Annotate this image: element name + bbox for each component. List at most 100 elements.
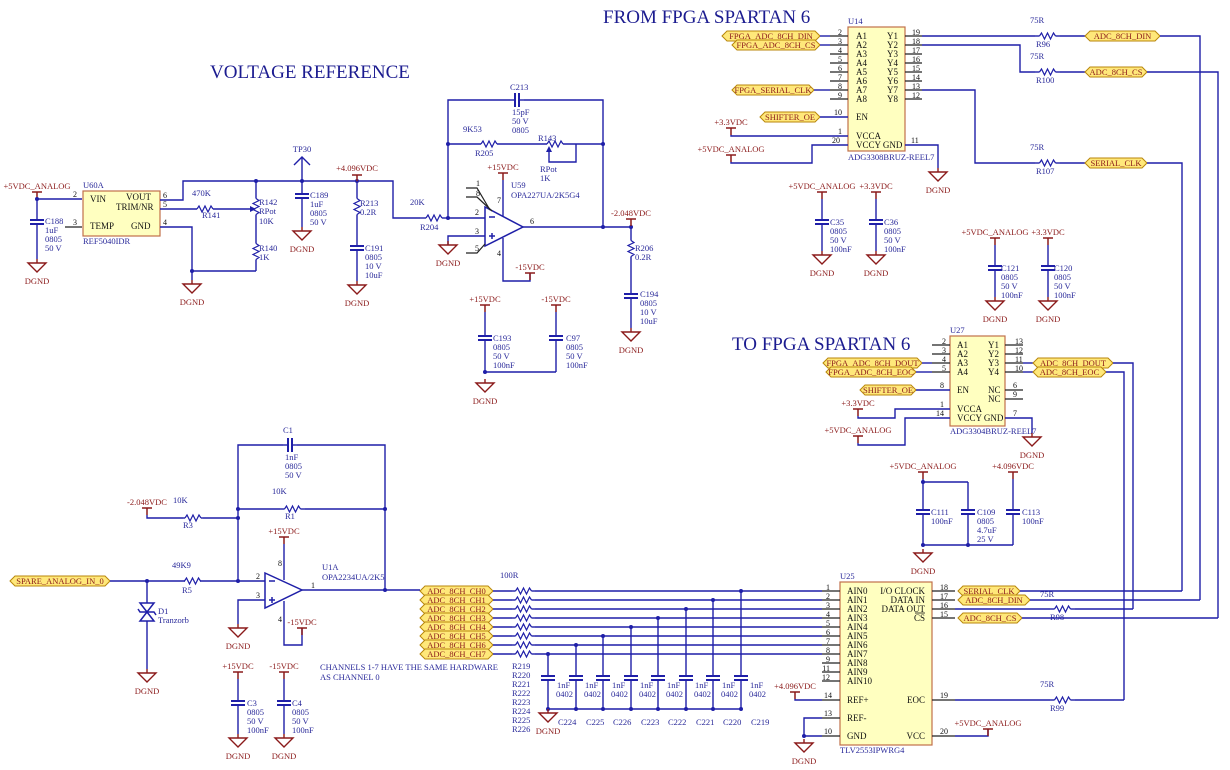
pin-stub bbox=[466, 196, 493, 212]
power-label: -2.048VDC bbox=[127, 497, 167, 507]
port-fpga-adc-8ch-din-label: FPGA_ADC_8CH_DIN bbox=[729, 31, 813, 41]
pin-number: 5 bbox=[942, 364, 946, 373]
power-label: +5VDC_ANALOG bbox=[954, 718, 1021, 728]
res-ref: R143 bbox=[538, 133, 556, 143]
pin-label: A2 bbox=[957, 349, 968, 359]
ground-icon bbox=[1037, 300, 1059, 311]
ground-label: DGND bbox=[135, 686, 160, 696]
cap-C109-text: 25 V bbox=[977, 534, 994, 544]
cap-C191-text: C191 bbox=[365, 243, 383, 253]
wire bbox=[237, 599, 265, 624]
pin-number: 2 bbox=[475, 208, 479, 217]
cap-voltage: 50 V bbox=[285, 470, 302, 480]
wire bbox=[803, 717, 822, 737]
wire bbox=[794, 699, 822, 701]
ic-part: OPA227UA/2K5G4 bbox=[511, 190, 580, 200]
title-to-fpga: TO FPGA SPARTAN 6 bbox=[732, 334, 910, 355]
pin-label: A6 bbox=[856, 76, 867, 86]
pin-number: 14 bbox=[824, 691, 832, 700]
pin-number: 8 bbox=[476, 189, 480, 198]
port-adc-8ch-ch0-label: ADC_8CH_CH0 bbox=[427, 586, 486, 596]
cap-ref: C1 bbox=[283, 425, 293, 435]
cap-ref: C111 bbox=[931, 507, 949, 517]
power-label: +3.3VDC bbox=[841, 398, 875, 408]
cap-package: 0402 bbox=[666, 689, 683, 699]
pin-label: Y6 bbox=[887, 76, 898, 86]
cap-package: 0402 bbox=[639, 689, 656, 699]
ground-icon bbox=[227, 627, 249, 638]
ground-icon bbox=[291, 230, 313, 241]
pin-label: VOUT bbox=[126, 192, 151, 202]
res-value: 75R bbox=[1030, 51, 1045, 61]
cap-value: 1nF bbox=[640, 680, 654, 690]
res-value: 0.2R bbox=[360, 207, 377, 217]
pin-number: 18 bbox=[940, 583, 948, 592]
cap-C36-text: 50 V bbox=[884, 235, 901, 245]
power-label: +3.3VDC bbox=[1031, 227, 1065, 237]
res-ref: R204 bbox=[420, 222, 439, 232]
res-ref: R99 bbox=[1050, 703, 1064, 713]
cap-C189-text: 1uF bbox=[310, 199, 324, 209]
cap-C109-text: C109 bbox=[977, 507, 995, 517]
ic-u25 bbox=[839, 581, 933, 746]
cap-C188-text: C188 bbox=[45, 216, 63, 226]
resistor-channel-7 bbox=[515, 649, 532, 659]
pin-number: 8 bbox=[940, 381, 944, 390]
pin-number: 9 bbox=[1013, 390, 1017, 399]
cap-C3-text: 50 V bbox=[247, 716, 264, 726]
resistor-channel-0 bbox=[515, 586, 532, 596]
pin-number: 5 bbox=[838, 55, 842, 64]
resistor-r3 bbox=[184, 513, 202, 523]
wire bbox=[447, 99, 510, 218]
pin-label: AIN4 bbox=[847, 622, 868, 632]
pin-number: 14 bbox=[936, 409, 944, 418]
ground-icon bbox=[793, 742, 815, 753]
pin-number: 6 bbox=[163, 191, 167, 200]
wire bbox=[922, 479, 968, 483]
pin-label: VCCA bbox=[957, 404, 983, 414]
res-value: 20K bbox=[410, 197, 426, 207]
cap-C120-text: 100nF bbox=[1054, 290, 1076, 300]
cap-C193-text: C193 bbox=[493, 333, 511, 343]
pin-number: 4 bbox=[163, 218, 167, 227]
pin-number: 16 bbox=[912, 55, 920, 64]
wire bbox=[922, 89, 1035, 164]
pin-number: 2 bbox=[73, 190, 77, 199]
pin-label: I/O CLOCK bbox=[880, 586, 925, 596]
ground-label: DGND bbox=[272, 751, 297, 761]
pin-number: 5 bbox=[163, 200, 167, 209]
pin-label: Y2 bbox=[988, 349, 999, 359]
cap-C4-text: 0805 bbox=[292, 707, 309, 717]
cap-ref: C220 bbox=[723, 717, 741, 727]
res-ref: R223 bbox=[512, 697, 530, 707]
ic-part: OPA2234UA/2K5 bbox=[322, 572, 385, 582]
ic-ref: U25 bbox=[840, 571, 855, 581]
cap-ref: C225 bbox=[586, 717, 604, 727]
port-serial-clk-2-label: SERIAL_CLK bbox=[964, 586, 1016, 596]
ground-icon bbox=[1021, 436, 1043, 447]
ground-icon bbox=[537, 712, 559, 723]
pin-label: A3 bbox=[856, 49, 867, 59]
resistor-channel-6 bbox=[515, 640, 532, 650]
note-text: CHANNELS 1-7 HAVE THE SAME HARDWARE bbox=[320, 662, 498, 672]
opamp-u1a-icon bbox=[264, 571, 304, 610]
pin-label: EOC bbox=[907, 695, 925, 705]
power-label: +15VDC bbox=[487, 162, 519, 172]
pin-number: 2 bbox=[838, 28, 842, 37]
pin-number: 2 bbox=[942, 337, 946, 346]
junction-dot bbox=[921, 543, 925, 547]
pin-number: 12 bbox=[912, 91, 920, 100]
pin-label: REF- bbox=[847, 713, 867, 723]
cap-value: 1nF bbox=[750, 680, 764, 690]
cap-C191-text: 10uF bbox=[365, 270, 383, 280]
pin-number: 1 bbox=[838, 127, 842, 136]
cap-package: 0805 bbox=[512, 125, 529, 135]
resistor-r206 bbox=[626, 240, 636, 257]
cap-C3-text: C3 bbox=[247, 698, 257, 708]
resistor-channel-2 bbox=[515, 604, 532, 614]
note-text: AS CHANNEL 0 bbox=[320, 672, 380, 682]
pin-label: VIN bbox=[90, 194, 106, 204]
pin-label: AIN10 bbox=[847, 676, 872, 686]
res-ref: R220 bbox=[512, 670, 530, 680]
resistor-r205 bbox=[480, 139, 498, 149]
